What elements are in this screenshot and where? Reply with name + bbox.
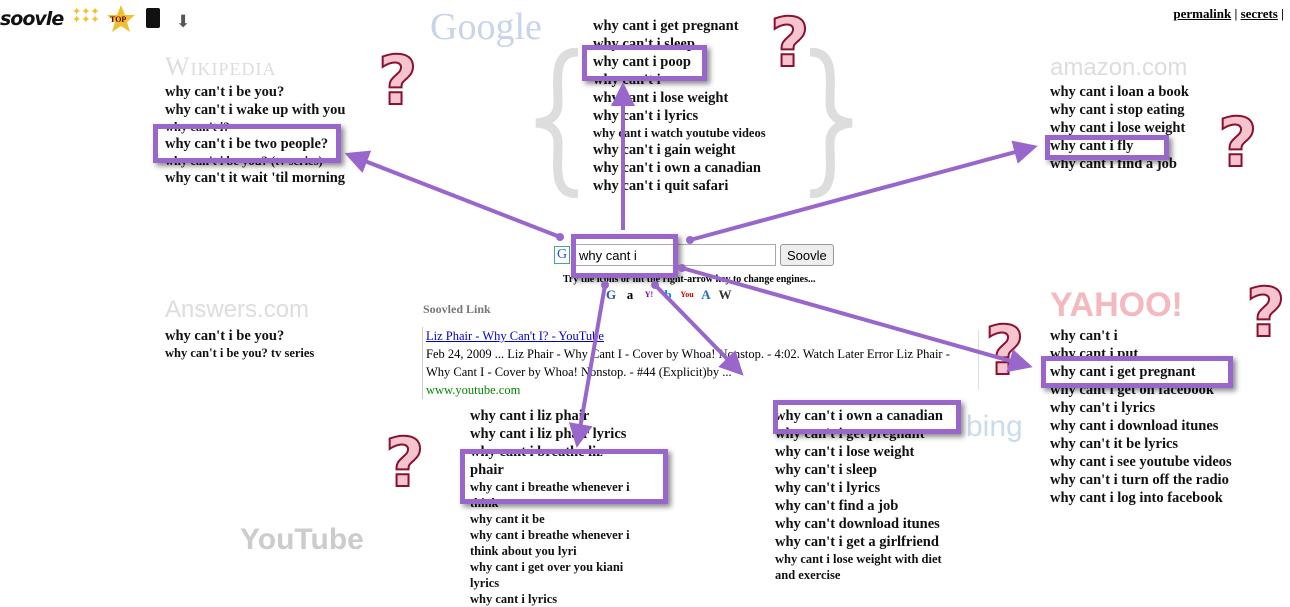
bing-engine-icon[interactable]: b xyxy=(664,287,672,302)
yahoo-watermark: YAHOO! xyxy=(1050,286,1183,324)
stars-icon[interactable]: ✦✦✦✦✦✦ xyxy=(72,6,100,26)
suggestion-item[interactable]: why cant it be xyxy=(470,512,545,526)
highlight-box xyxy=(1045,135,1169,160)
suggestion-item[interactable]: why cant i stop eating xyxy=(1050,102,1185,118)
suggestion-item[interactable]: why can't i lyrics xyxy=(775,480,881,496)
highlight-box xyxy=(571,234,678,278)
secrets-link[interactable]: secrets xyxy=(1240,6,1278,21)
suggestion-item[interactable]: why can't i be you? tv series xyxy=(165,346,315,360)
suggestion-item[interactable]: why can't i xyxy=(1050,328,1118,344)
suggestion-item[interactable]: why can't i turn off the radio xyxy=(1050,472,1229,488)
suggestion-item[interactable]: why cant i watch youtube videos xyxy=(593,126,766,140)
question-mark-icon: ? xyxy=(1217,104,1258,183)
suggestion-item[interactable]: why can't i be two people? xyxy=(165,136,329,152)
suggestion-item[interactable]: why can't i lyrics xyxy=(1050,400,1156,416)
suggestion-item[interactable]: why can't i lose weight xyxy=(775,444,915,460)
left-brace-decoration xyxy=(535,48,579,198)
result-snippet: Feb 24, 2009 ... Liz Phair - Why Cant I … xyxy=(426,347,950,379)
suggestion-item[interactable]: why cant i get over you kiani lyrics xyxy=(470,560,624,590)
highlight-box xyxy=(153,124,341,163)
highlight-box xyxy=(460,449,668,504)
suggestion-item[interactable]: why can't i wake up with you xyxy=(165,102,346,118)
suggestion-item[interactable]: why can't it wait 'til morning xyxy=(165,170,346,186)
google-watermark: Google xyxy=(430,6,542,48)
suggestion-item[interactable]: why cant i breathe whenever i think abou… xyxy=(470,528,630,558)
question-mark-icon: ? xyxy=(1245,274,1286,353)
soovled-link-label: Soovled Link xyxy=(423,302,491,316)
divider xyxy=(978,330,979,390)
wikipedia-suggestions: why can't i be you? why can't i wake up w… xyxy=(165,83,370,187)
suggestion-item[interactable]: why cant i lyrics xyxy=(470,592,558,606)
suggestion-item[interactable]: why cant i get pregnant xyxy=(593,18,739,34)
google-engine-icon[interactable]: G xyxy=(605,287,617,302)
question-mark-icon: ? xyxy=(769,4,810,83)
suggestion-item[interactable]: why cant i loan a book xyxy=(1050,84,1189,100)
suggestion-item[interactable]: why cant i liz phair lyrics xyxy=(470,426,627,442)
suggestion-item[interactable]: why can't i gain weight xyxy=(593,142,736,158)
download-icon[interactable]: ⬇ xyxy=(176,12,191,31)
amazon-suggestions: why cant i loan a book why cant i stop ea… xyxy=(1050,83,1210,173)
amazon-engine-icon[interactable]: a xyxy=(626,287,634,302)
soovled-result: Liz Phair - Why Can't I? - YouTube Feb 2… xyxy=(422,327,971,399)
top-icon[interactable]: TOP xyxy=(106,4,136,34)
suggestion-item[interactable]: why can't find a job xyxy=(775,498,899,514)
suggestion-item[interactable]: why cant i lose weight with diet and exe… xyxy=(775,552,942,582)
suggestion-item[interactable]: why cant i find a job xyxy=(1050,156,1177,172)
suggestion-item[interactable]: why can't download itunes xyxy=(775,516,940,532)
answers-suggestions: why can't i be you? why can't i be you? t… xyxy=(165,327,365,361)
suggestion-item[interactable]: why cant i download itunes xyxy=(1050,418,1219,434)
suggestion-item[interactable]: why can't it be lyrics xyxy=(1050,436,1179,452)
amazon-watermark: amazon.com xyxy=(1050,54,1188,81)
result-url: www.youtube.com xyxy=(426,383,521,397)
suggestion-item[interactable]: why can't i lyrics xyxy=(593,108,699,124)
suggestion-item[interactable]: why cant i lose weight xyxy=(593,90,729,106)
wikipedia-watermark: Wikipedia xyxy=(165,52,277,81)
book-icon[interactable] xyxy=(146,8,160,28)
suggestion-item[interactable]: why can't i be you? xyxy=(165,328,285,344)
youtube-engine-icon[interactable]: You xyxy=(680,290,694,299)
wikipedia-engine-icon[interactable]: W xyxy=(718,287,732,302)
soovle-button[interactable]: Soovle xyxy=(780,244,834,266)
bing-watermark: bing xyxy=(966,410,1023,443)
question-mark-icon: ? xyxy=(984,312,1025,391)
question-mark-icon: ? xyxy=(377,42,418,121)
youtube-suggestions: why cant i liz phair why cant i liz phair… xyxy=(470,407,638,607)
highlight-box xyxy=(773,400,961,434)
google-engine-icon[interactable]: G xyxy=(554,246,570,264)
highlight-box xyxy=(582,45,707,81)
suggestion-item[interactable]: why cant i poop xyxy=(593,54,691,70)
suggestion-item[interactable]: why cant i get pregnant xyxy=(1050,364,1196,380)
suggestion-item[interactable]: why can't i sleep xyxy=(775,462,877,478)
suggestion-item[interactable]: why can't i own a canadian xyxy=(593,160,761,176)
yahoo-engine-icon[interactable]: Y! xyxy=(644,290,654,299)
suggestion-item[interactable]: why can't i be you? xyxy=(165,84,285,100)
suggestion-item[interactable]: why cant i log into facebook xyxy=(1050,490,1223,506)
top-links: permalink | secrets | xyxy=(1173,6,1284,21)
suggestion-item[interactable]: why can't i own a canadian xyxy=(775,408,943,424)
soovle-logo[interactable]: soovle xyxy=(0,8,64,30)
suggestion-item[interactable]: why cant i lose weight xyxy=(1050,120,1186,136)
question-mark-icon: ? xyxy=(384,424,425,503)
youtube-watermark: YouTube xyxy=(240,523,364,556)
answers-engine-icon[interactable]: A xyxy=(701,287,711,302)
suggestion-item[interactable]: why cant i see youtube videos xyxy=(1050,454,1232,470)
permalink-link[interactable]: permalink xyxy=(1173,6,1232,21)
suggestion-item[interactable]: why cant i fly xyxy=(1050,138,1134,154)
suggestion-item[interactable]: why can't i quit safari xyxy=(593,178,729,194)
highlight-box xyxy=(1041,356,1233,388)
suggestion-item[interactable]: why can't i get a girlfriend xyxy=(775,534,939,550)
result-title-link[interactable]: Liz Phair - Why Can't I? - YouTube xyxy=(426,329,604,343)
suggestion-item[interactable]: why cant i liz phair xyxy=(470,408,590,424)
answers-watermark: Answers.com xyxy=(165,296,310,323)
